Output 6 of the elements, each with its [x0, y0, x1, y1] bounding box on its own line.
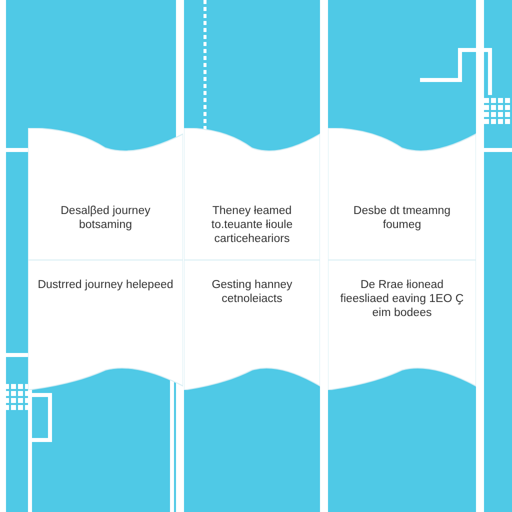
- cell-text: Gesting hanney cetnoleiacts: [210, 278, 294, 306]
- cell-text: Dustrred journey helepeed: [36, 278, 174, 292]
- cell-text: Desbe dt tmeamng foumeg: [352, 204, 452, 232]
- cell-text: Desalβed journey botsaming: [60, 204, 152, 232]
- cell-text: Theney łeamed to.teuante łioule carticeheariors: [210, 204, 294, 246]
- cell-text: De Rrae łionead fieesliaed eaving 1EO Ҫ eim bodees: [339, 278, 465, 320]
